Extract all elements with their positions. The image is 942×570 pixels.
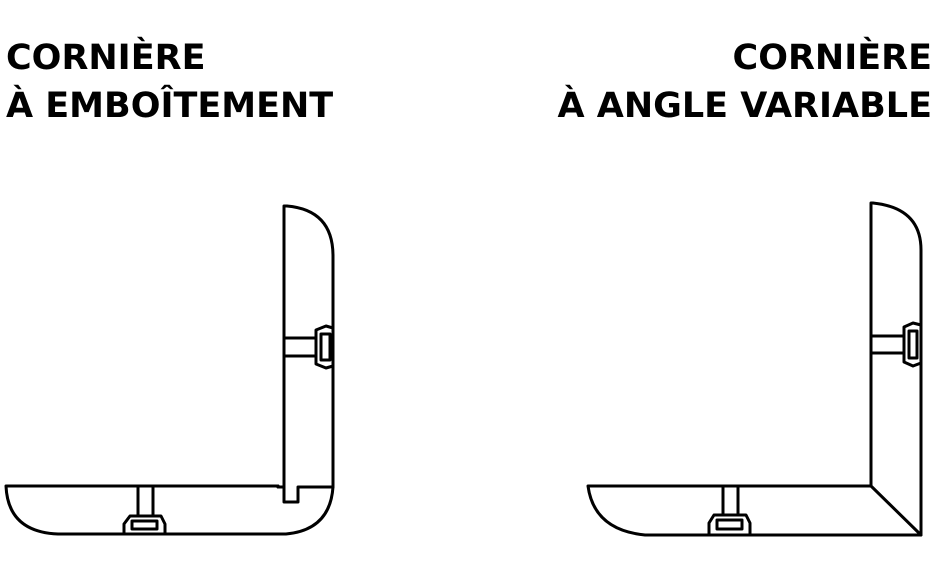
left-vertical-leg [282,204,335,504]
right-bottom-clip [707,513,752,537]
right-side-fixing [869,334,906,355]
left-title-line-2: À EMBOÎTEMENT [6,86,334,126]
right-title-line-1: CORNIÈRE [732,38,932,78]
interlocking-corner-profile [4,204,335,536]
left-side-fixing [282,336,318,358]
right-title: CORNIÈRE À ANGLE VARIABLE [557,34,932,130]
right-title-line-2: À ANGLE VARIABLE [557,86,932,126]
left-interlock-slot [276,484,286,489]
right-horizontal-leg [586,484,923,537]
right-side-clip [902,321,923,368]
left-side-clip [314,324,335,370]
left-bottom-fixing [136,484,155,518]
left-bottom-clip [122,514,167,536]
right-vertical-leg [869,201,923,537]
left-title: CORNIÈRE À EMBOÎTEMENT [6,34,333,130]
variable-angle-corner-profile [586,201,923,537]
right-bottom-fixing [721,484,740,517]
left-title-line-1: CORNIÈRE [6,38,206,78]
